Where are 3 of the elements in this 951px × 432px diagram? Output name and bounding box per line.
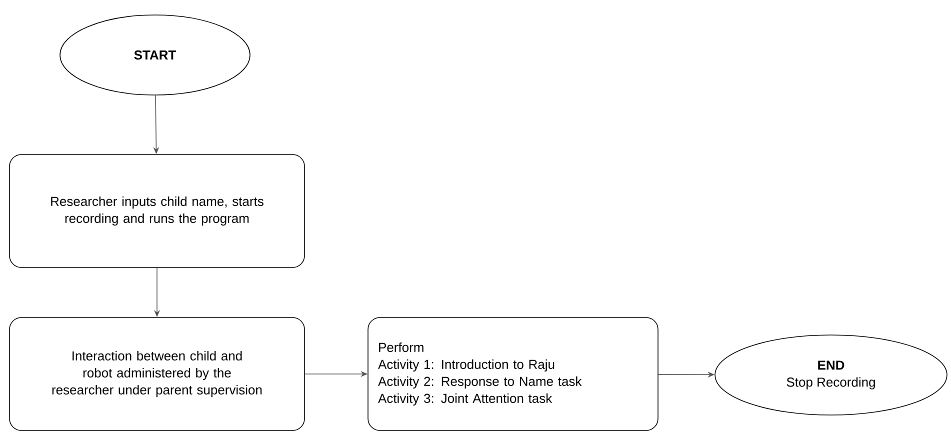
process-box: Interaction between child and robot administered by the researcher under parent supervision [9,317,305,431]
process-box: Researcher inputs child name, starts recording and runs the program [9,154,305,268]
process-box: Perform Activity 1: Introduction to Raju Activity 2: Response to Name task Activity 3: Joint Attention task [368,317,658,431]
